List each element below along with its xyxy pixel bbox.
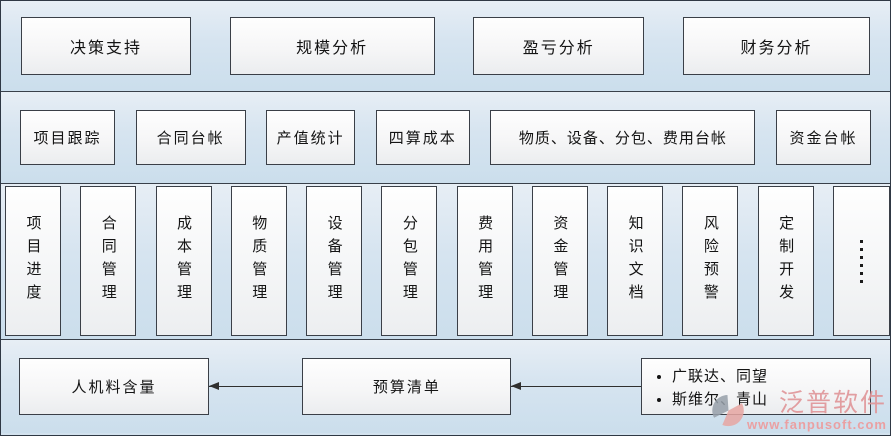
module-subcontract-management: 分包管理 — [381, 186, 438, 336]
module-contract-management: 合同管理 — [80, 186, 137, 336]
financial-analysis-box: 财务分析 — [682, 17, 870, 75]
module-material-management: 物质管理 — [230, 186, 287, 336]
source-software-list: 广联达、同望 斯维尔、青山 — [642, 363, 772, 411]
ellipsis-dot — [859, 255, 863, 259]
module-risk-warning: 风险预警 — [682, 186, 739, 336]
source-software-list-box: 广联达、同望 斯维尔、青山 — [641, 358, 871, 415]
ellipsis-dot — [859, 263, 863, 267]
module-equipment-management: 设备管理 — [306, 186, 363, 336]
left-arrow-budget-to-content — [209, 382, 303, 390]
contract-ledger-box: 合同台帐 — [135, 110, 246, 165]
project-tracking-box: 项目跟踪 — [20, 110, 115, 165]
decision-support-box: 决策支持 — [21, 17, 191, 75]
module-custom-development: 定制开发 — [757, 186, 814, 336]
ellipsis-dot — [859, 279, 863, 283]
module-fund-management: 资金管理 — [531, 186, 588, 336]
flow-band: 人机料含量 预算清单 广联达、同望 斯维尔、青山 — [1, 339, 890, 433]
left-arrow-sources-to-budget — [511, 382, 641, 390]
output-value-statistics-box: 产值统计 — [266, 110, 356, 165]
budget-list-box: 预算清单 — [302, 358, 512, 415]
scale-analysis-box: 规模分析 — [229, 17, 435, 75]
ellipsis-dot — [859, 239, 863, 243]
module-ellipsis-box — [832, 186, 890, 336]
module-expense-management: 费用管理 — [456, 186, 513, 336]
analysis-band: 决策支持 规模分析 盈亏分析 财务分析 — [1, 1, 890, 91]
labor-machine-material-content-box: 人机料含量 — [19, 358, 209, 415]
four-calc-cost-box: 四算成本 — [375, 110, 470, 165]
profit-loss-analysis-box: 盈亏分析 — [473, 17, 645, 75]
module-project-progress: 项目进度 — [5, 186, 61, 336]
source-list-item: 斯维尔、青山 — [672, 388, 768, 411]
module-knowledge-documents: 知识文档 — [607, 186, 664, 336]
modules-band: 项目进度 合同管理 成本管理 物质管理 设备管理 分包管理 费用管理 资金管理 … — [1, 183, 890, 339]
ellipsis-dot — [859, 247, 863, 251]
source-list-item: 广联达、同望 — [672, 365, 768, 388]
ledger-band: 项目跟踪 合同台帐 产值统计 四算成本 物质、设备、分包、费用台帐 资金台帐 — [1, 91, 890, 183]
fund-ledger-box: 资金台帐 — [775, 110, 871, 165]
ellipsis-dot — [859, 271, 863, 275]
module-cost-management: 成本管理 — [155, 186, 212, 336]
material-equipment-subcontract-expense-ledger-box: 物质、设备、分包、费用台帐 — [490, 110, 756, 165]
